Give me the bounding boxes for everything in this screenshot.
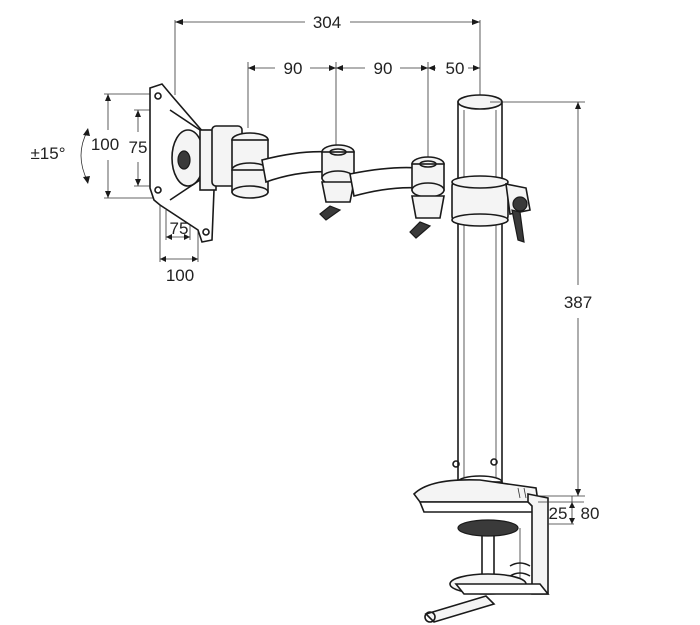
pole-height-dimension: 387 <box>490 101 592 497</box>
pole-offset-label: 50 <box>446 59 465 78</box>
tilt-angle-label: ±15° <box>30 144 65 163</box>
arm-segment-1-label: 90 <box>284 59 303 78</box>
tilt-head <box>211 125 269 199</box>
arm-segment-dimensions: 90 90 50 <box>247 59 480 158</box>
vesa-height-dimensions: 100 75 <box>91 93 168 199</box>
pole-collar <box>451 175 531 243</box>
arm-segment-2-label: 90 <box>374 59 393 78</box>
total-reach-label: 304 <box>313 13 341 32</box>
arm-segment-2 <box>349 166 421 198</box>
desk-clamp <box>412 458 550 623</box>
desk-clamp-max-label: 80 <box>581 504 600 523</box>
pole <box>457 94 503 489</box>
vesa-outer-width-label: 100 <box>166 266 194 285</box>
tilt-dimension: ±15° <box>30 128 90 184</box>
vesa-plate <box>149 83 217 243</box>
pole-joint <box>409 156 445 239</box>
desk-clamp-min-label: 25 <box>549 504 568 523</box>
desk-clamp-dimension: 25 80 <box>538 496 600 525</box>
vesa-outer-height-label: 100 <box>91 135 119 154</box>
middle-joint <box>319 144 355 221</box>
vesa-inner-height-label: 75 <box>129 138 148 157</box>
vesa-inner-width-label: 75 <box>170 219 189 238</box>
reach-dimension: 304 <box>174 13 481 95</box>
vesa-width-dimensions: 75 100 <box>159 200 199 285</box>
pole-height-label: 387 <box>564 293 592 312</box>
